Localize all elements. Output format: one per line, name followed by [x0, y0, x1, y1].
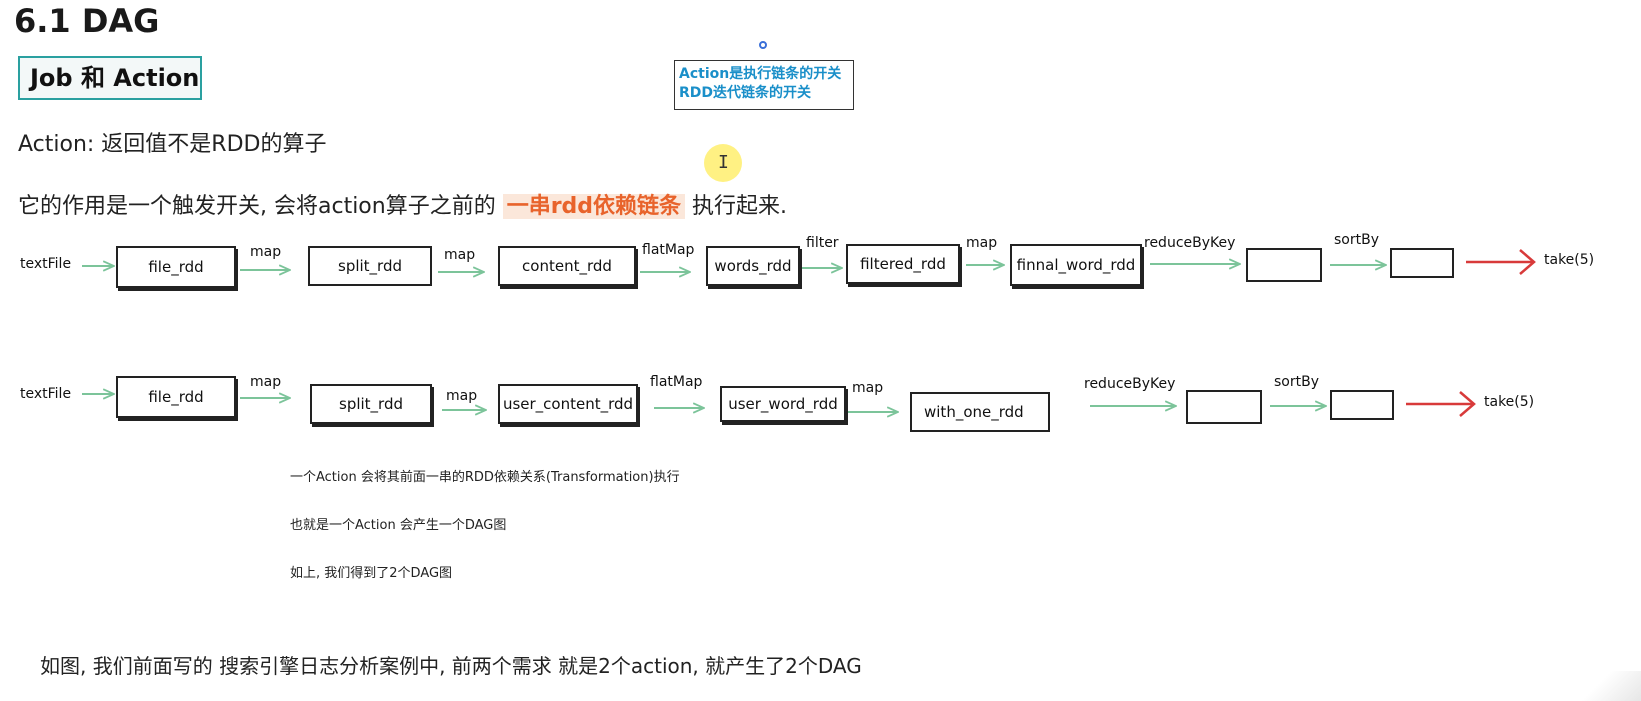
note-line-3: 如上, 我们得到了2个DAG图: [290, 566, 453, 581]
purpose-prefix: 它的作用是一个触发开关, 会将action算子之前的: [18, 194, 503, 219]
c1-node-split-rdd: split_rdd: [308, 246, 432, 286]
c2-op-map-3: map: [852, 380, 884, 396]
c1-node-content-rdd: content_rdd: [498, 246, 636, 286]
c2-node-empty-2: [1330, 390, 1394, 420]
purpose-line: 它的作用是一个触发开关, 会将action算子之前的 一串rdd依赖链条 执行起…: [18, 188, 787, 220]
c2-op-map-1: map: [250, 374, 282, 390]
note-line-1: 一个Action 会将其前面一串的RDD依赖关系(Transformation)…: [290, 470, 680, 485]
c2-node-split-rdd: split_rdd: [310, 384, 432, 424]
c2-node-user-content-rdd: user_content_rdd: [498, 384, 638, 424]
c1-op-flatmap: flatMap: [642, 242, 695, 258]
c1-op-reducebykey: reduceByKey: [1144, 235, 1236, 251]
note-box: Action是执行链条的开关 RDD迭代链条的开关: [674, 60, 854, 110]
c2-op-map-2: map: [446, 388, 478, 404]
c2-action-label: take(5): [1484, 394, 1535, 410]
footer-text: 如图, 我们前面写的 搜索引擎日志分析案例中, 前两个需求 就是2个action…: [40, 654, 862, 678]
purpose-highlight: 一串rdd依赖链条: [502, 194, 686, 219]
c1-node-finnal-word-rdd: finnal_word_rdd: [1010, 244, 1142, 286]
c1-op-sortby: sortBy: [1334, 232, 1379, 248]
c2-source-label: textFile: [20, 386, 72, 402]
c2-node-user-word-rdd: user_word_rdd: [720, 386, 846, 422]
c1-node-empty-1: [1246, 248, 1322, 282]
page-title: 6.1 DAG: [14, 2, 160, 40]
c1-op-map-1: map: [250, 244, 282, 260]
note-line-2: 也就是一个Action 会产生一个DAG图: [290, 518, 507, 533]
c2-node-file-rdd: file_rdd: [116, 376, 236, 418]
text-cursor-icon: I: [718, 152, 729, 173]
cursor-highlight: [704, 144, 742, 182]
note-box-line-1: Action是执行链条的开关: [679, 66, 842, 82]
c1-op-map-2: map: [444, 247, 476, 263]
c1-action-label: take(5): [1544, 252, 1595, 268]
target-dot-icon: [759, 41, 767, 49]
note-box-line-2: RDD迭代链条的开关: [679, 85, 812, 101]
c1-op-map-3: map: [966, 235, 998, 251]
c2-op-reducebykey: reduceByKey: [1084, 376, 1176, 392]
c1-node-filtered-rdd: filtered_rdd: [846, 244, 960, 284]
c2-node-empty-1: [1186, 390, 1262, 424]
c2-node-with-one-rdd: with_one_rdd: [910, 392, 1050, 432]
corner-shade: [1571, 671, 1641, 701]
c1-node-words-rdd: words_rdd: [706, 246, 800, 286]
section-tag: Job 和 Action: [18, 56, 202, 100]
purpose-suffix: 执行起来.: [685, 194, 788, 219]
c1-node-empty-2: [1390, 248, 1454, 278]
c2-op-flatmap: flatMap: [650, 374, 703, 390]
c1-source-label: textFile: [20, 256, 72, 272]
c1-op-filter: filter: [806, 235, 839, 251]
c2-op-sortby: sortBy: [1274, 374, 1319, 390]
c1-node-file-rdd: file_rdd: [116, 246, 236, 288]
definition-line: Action: 返回值不是RDD的算子: [18, 132, 327, 157]
